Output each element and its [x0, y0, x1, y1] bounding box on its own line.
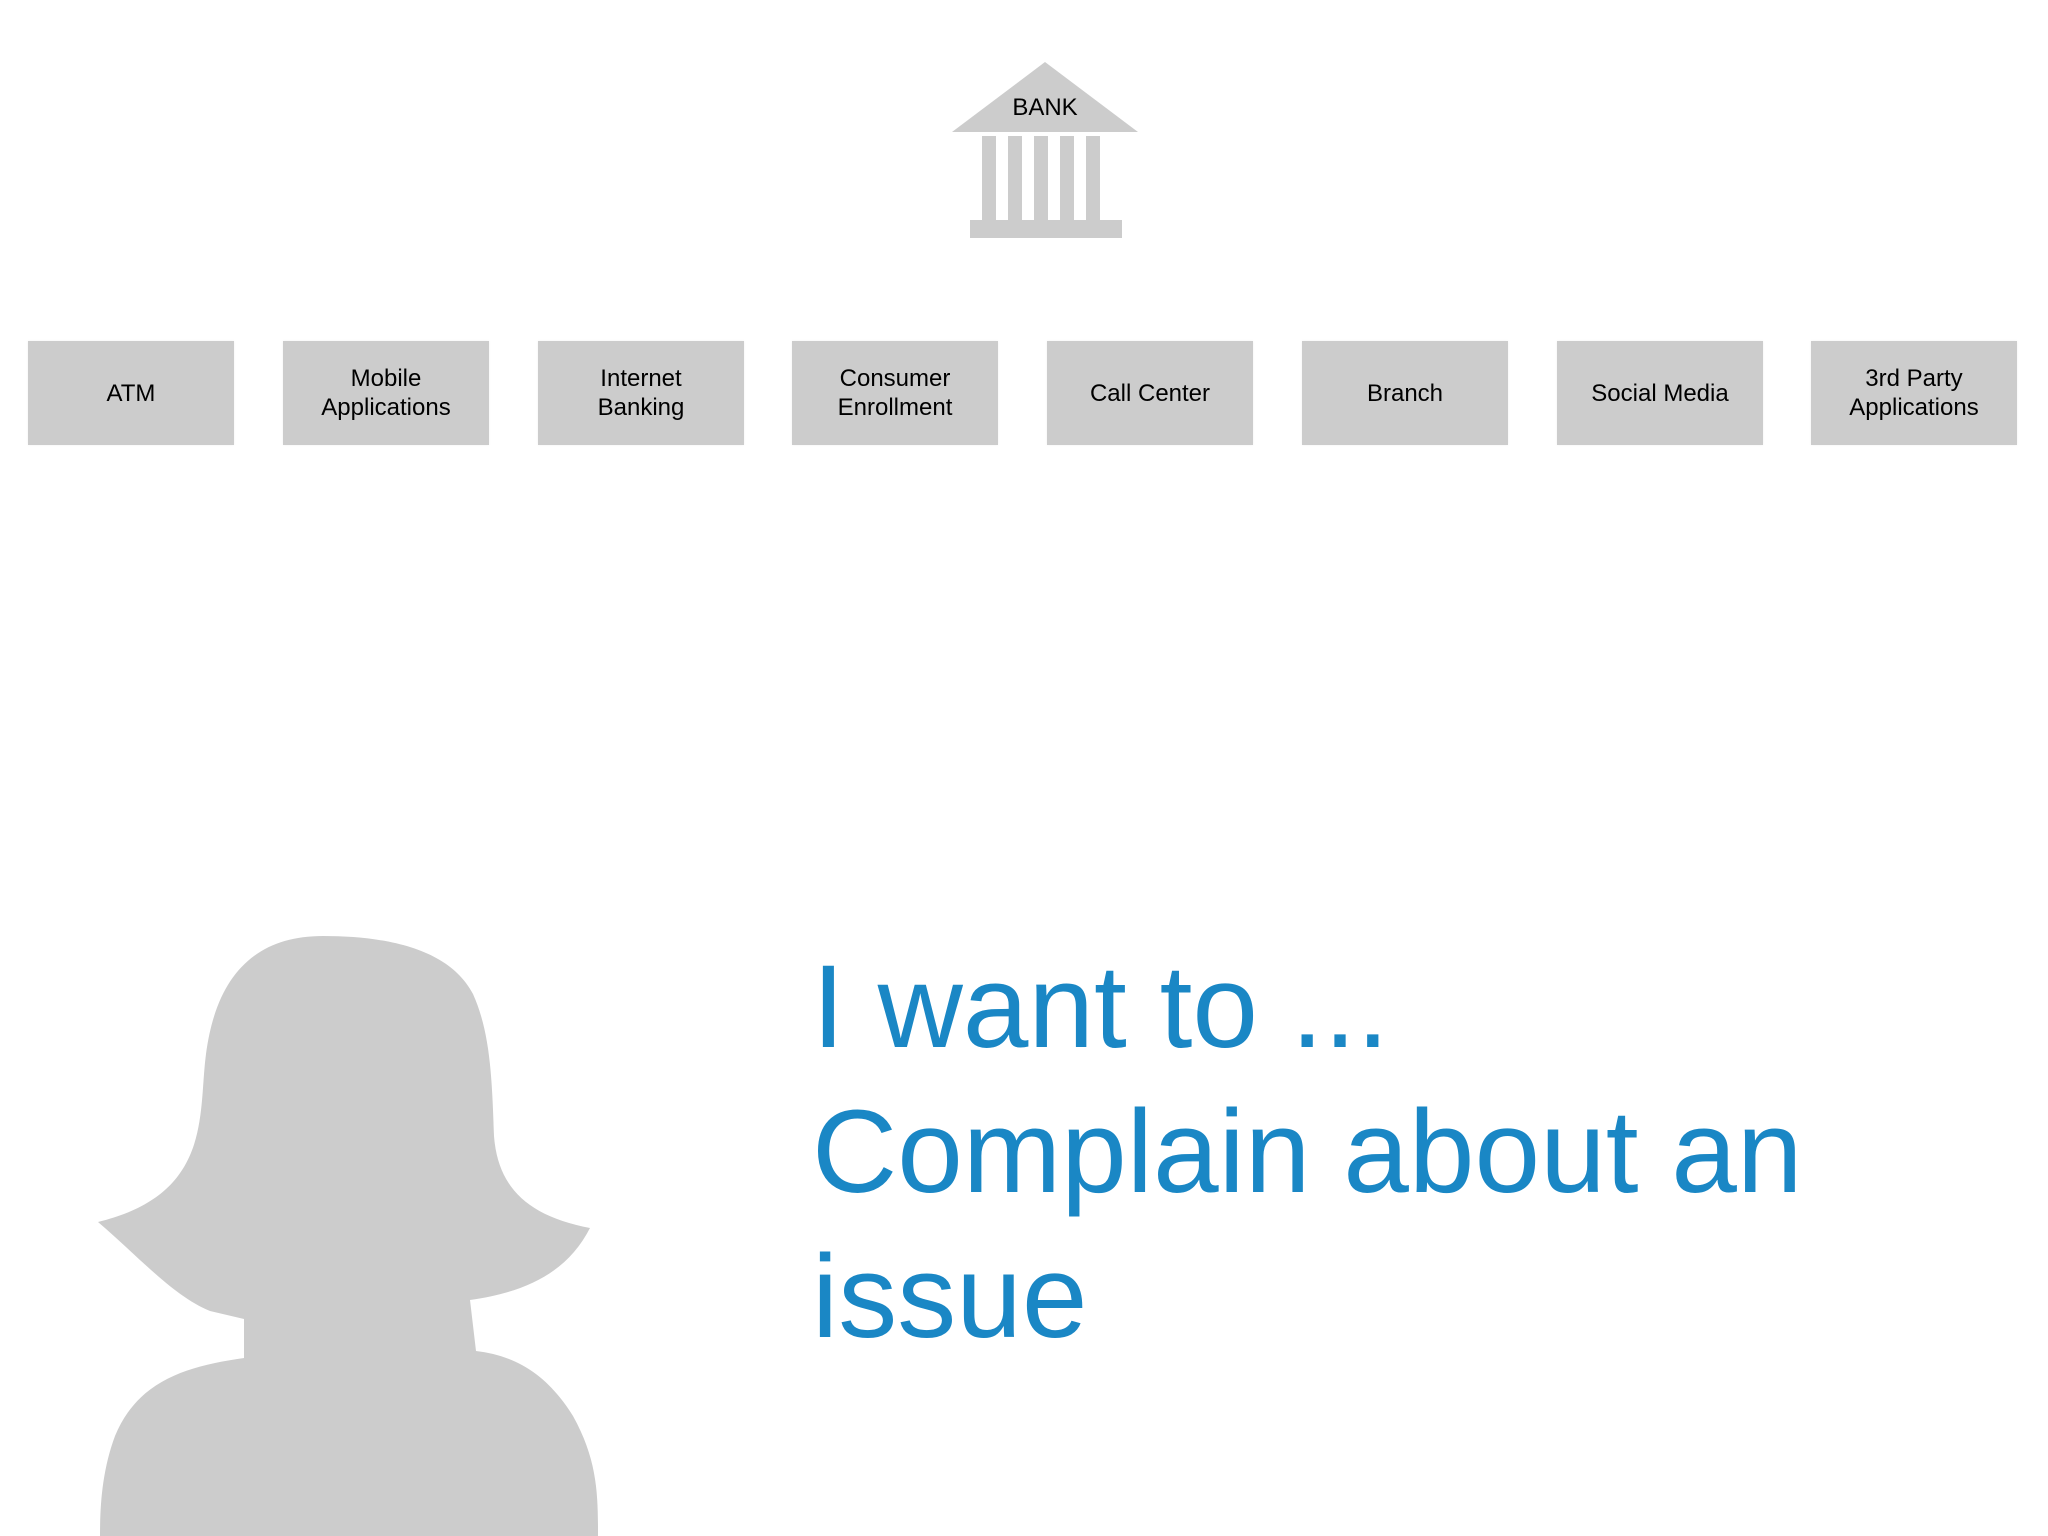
person-figure: [98, 936, 598, 1536]
message-line-1: I want to ...: [812, 941, 1390, 1073]
channel-mobile-applications: Mobile Applications: [283, 341, 489, 445]
channel-social-media: Social Media: [1557, 341, 1763, 445]
channel-3rd-party-applications: 3rd Party Applications: [1811, 341, 2017, 445]
channel-consumer-enrollment: Consumer Enrollment: [792, 341, 998, 445]
bank-building-icon: [952, 62, 1138, 238]
bank-label: BANK: [1012, 94, 1078, 121]
message-line-3: issue: [812, 1231, 1088, 1363]
message-line-2: Complain about an: [812, 1086, 1803, 1218]
person-silhouette-icon: [98, 936, 598, 1536]
channel-atm: ATM: [28, 341, 234, 445]
channel-internet-banking: Internet Banking: [538, 341, 744, 445]
goal-message: I want to ... Complain about an issue: [812, 935, 1992, 1370]
channel-row: ATM Mobile Applications Internet Banking…: [28, 341, 2020, 445]
channel-branch: Branch: [1302, 341, 1508, 445]
channel-call-center: Call Center: [1047, 341, 1253, 445]
bank-icon: BANK: [950, 60, 1140, 240]
